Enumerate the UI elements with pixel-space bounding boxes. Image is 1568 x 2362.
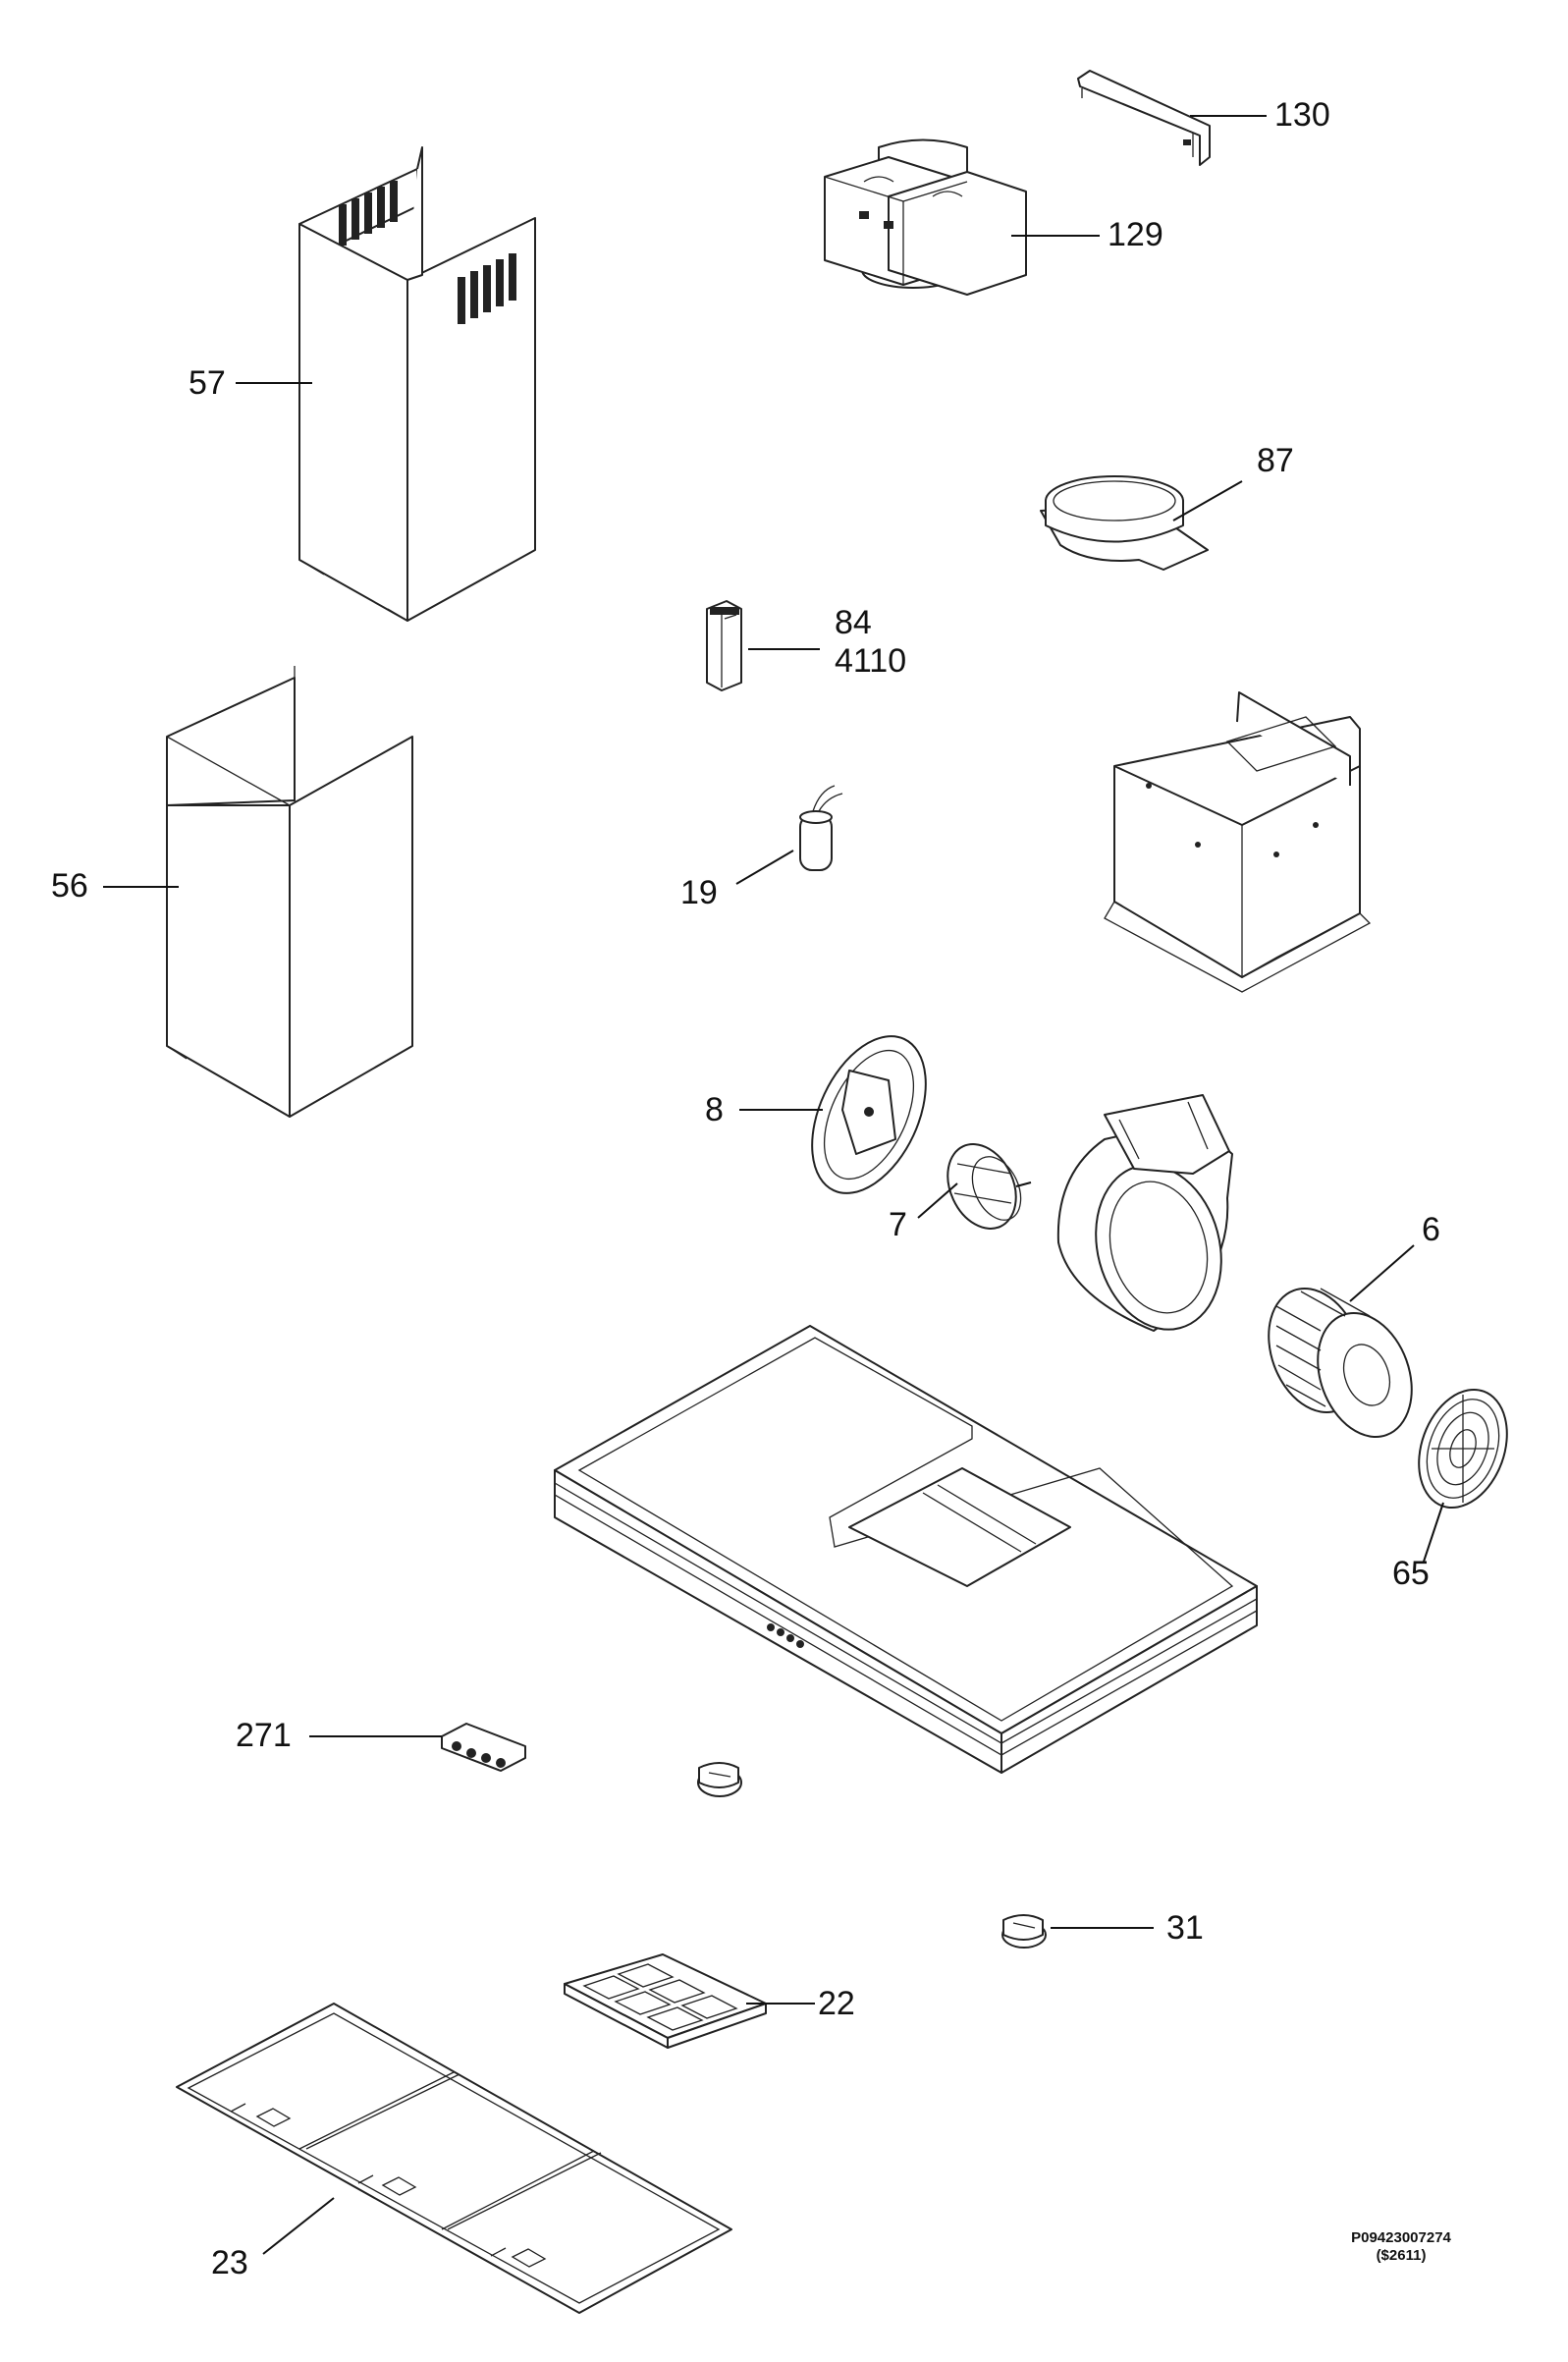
part-130-bracket <box>1077 70 1211 166</box>
callout-7: 7 <box>889 1206 907 1243</box>
part-31-knob <box>1001 1914 1047 1949</box>
leader-87 <box>1172 480 1243 522</box>
part-271-terminal <box>441 1723 526 1772</box>
blower-scroll-housing <box>1056 1094 1233 1332</box>
part-57-upper-chimney <box>298 146 536 622</box>
callout-6: 6 <box>1422 1211 1440 1248</box>
part-8-motor-plate <box>811 1035 927 1194</box>
part-129-deflector <box>824 138 1027 296</box>
callout-129: 129 <box>1108 216 1163 253</box>
part-19-capacitor <box>799 785 843 871</box>
leader-65 <box>1423 1502 1444 1563</box>
callout-4110: 4110 <box>835 642 907 680</box>
part-65-grille <box>1418 1388 1508 1510</box>
callout-271: 271 <box>236 1717 292 1754</box>
callout-65: 65 <box>1392 1555 1430 1592</box>
drawing-code-number: P09423007274 <box>1351 2229 1451 2246</box>
leader-6 <box>1349 1244 1415 1302</box>
drawing-code: P09423007274 ($2611) <box>1327 2229 1475 2265</box>
motor-housing-box <box>1104 691 1372 993</box>
callout-57: 57 <box>189 364 226 402</box>
drawing-code-sub: ($2611) <box>1376 2247 1427 2264</box>
callout-22: 22 <box>818 1985 855 2022</box>
part-56-lower-chimney <box>166 666 413 1118</box>
part-87-flange <box>1040 475 1209 571</box>
callout-19: 19 <box>680 874 718 911</box>
leader-7 <box>917 1182 958 1219</box>
hood-canopy <box>554 1325 1258 1774</box>
callout-56: 56 <box>51 867 88 905</box>
callout-84: 84 <box>835 604 872 641</box>
part-7-motor <box>946 1143 1032 1230</box>
callout-31: 31 <box>1166 1909 1204 1947</box>
leader-19 <box>735 850 794 885</box>
part-84-switch <box>706 600 742 691</box>
part-22-charcoal-filter <box>564 1953 767 2049</box>
callout-130: 130 <box>1274 96 1330 134</box>
part-23-grease-filters <box>176 2003 732 2314</box>
control-knob <box>697 1762 742 1797</box>
callout-8: 8 <box>705 1091 724 1128</box>
callout-23: 23 <box>211 2244 248 2281</box>
part-6-fan-wheel <box>1268 1288 1413 1438</box>
callout-87: 87 <box>1257 442 1294 479</box>
leader-23 <box>262 2197 335 2255</box>
